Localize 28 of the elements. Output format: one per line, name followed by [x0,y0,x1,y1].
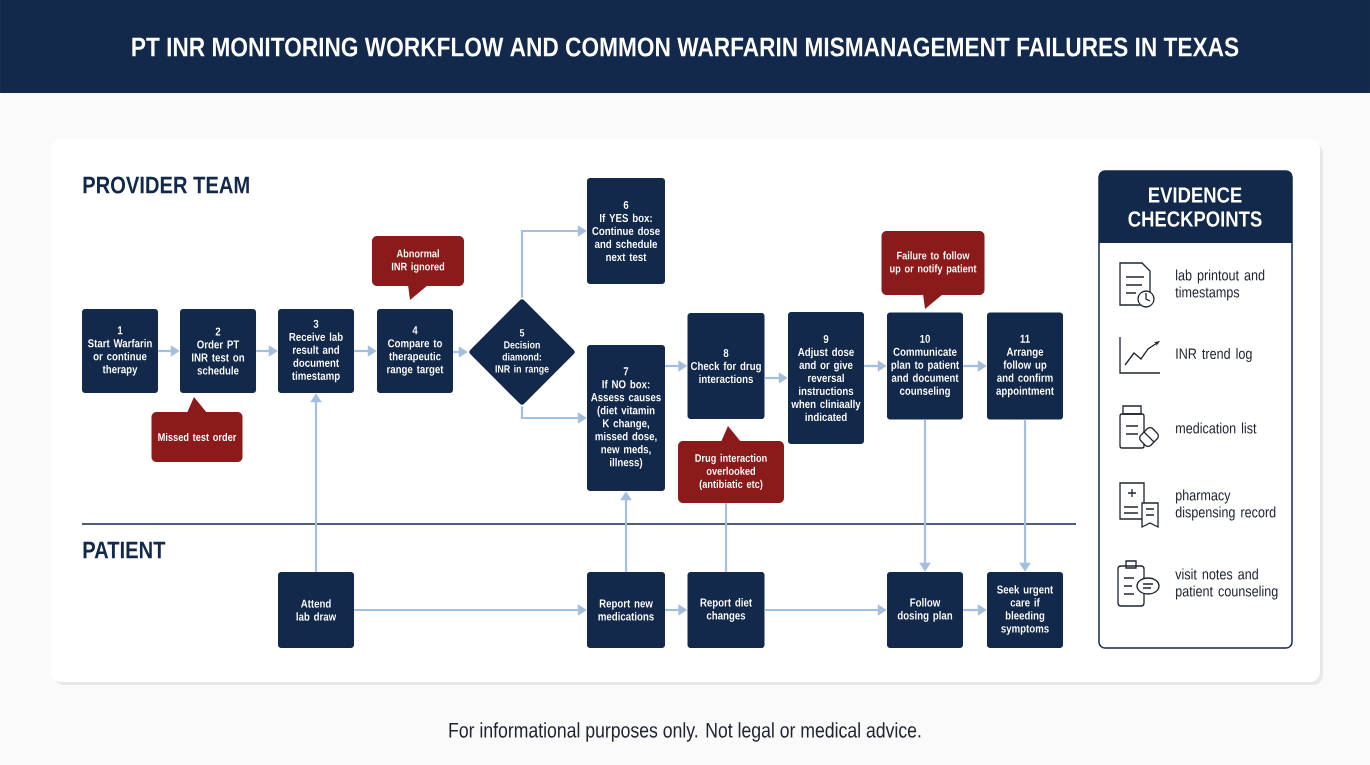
process-box: Attend lab draw [278,572,354,648]
checkpoint-text: INR trend log [1176,348,1252,362]
callout-bubble: Missed test order [151,397,243,462]
process-box: 6 If YES box: Continue dose and schedule next test [587,178,665,284]
process-box: 9 Adjust dose and or give reversal instructions when cliniaally indicated [788,312,864,444]
title: PT INR MONITORING WORKFLOW AND COMMON WARFARIN MISMANAGEMENT FAILURES IN TEXAS [132,37,1239,57]
process-box: Report diet changes [687,572,765,648]
process-box: 3 Receive lab result and document timestamp [278,309,354,393]
process-box: 4 Compare to therapeutic range target [377,309,453,393]
lane-title: PATIENT [83,541,166,559]
checkpoint-text: visit notes and patient counseling [1175,568,1278,600]
process-box: 11 Arrange follow up and confirm appointment [987,312,1063,420]
process-box: Seek urgent care if bleeding symptoms [987,572,1063,648]
footer-note: For informational purposes only. Not legal or medical advice. [449,722,921,742]
process-box: 2 Order PT INR test on schedule [180,309,256,393]
process-box: Follow dosing plan [887,572,963,648]
callout-bubble: Failure to follow up or notify patient [881,231,985,309]
process-box: 10 Communicate plan to patient and document counseling [887,312,963,420]
callout-bubble: Abnormal INR ignored [372,236,464,300]
lane-title: PROVIDER TEAM [83,176,249,194]
process-box: 8 Check for drug interactions [687,313,765,419]
checkpoint-text: lab printout and timestamps [1175,269,1265,301]
checkpoint-text: medication list [1176,422,1257,434]
process-box: Report new medications [587,572,665,648]
process-box: 1 Start Warfarin or continue therapy [82,309,158,393]
process-box: 7 If NO box: Assess causes (diet vitamin K change, missed dose, new meds, illness) [587,345,665,491]
checkpoint-text: pharmacy dispensing record [1175,489,1276,521]
callout-bubble: Drug interaction overlooked (antibiatic etc) [678,426,784,503]
